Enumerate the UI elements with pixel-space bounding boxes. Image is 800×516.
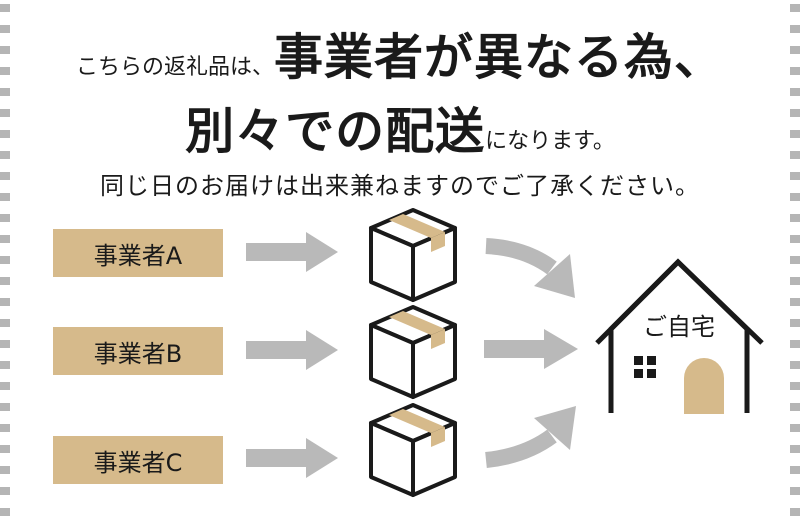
edge-dash bbox=[790, 319, 800, 327]
edge-dash bbox=[0, 67, 10, 75]
edge-dash bbox=[790, 130, 800, 138]
edge-dash bbox=[790, 46, 800, 54]
headline-intro: こちらの返礼品は、 bbox=[75, 55, 274, 80]
edge-dash bbox=[790, 235, 800, 243]
edge-dash bbox=[0, 319, 10, 327]
arrow-right-icon bbox=[246, 330, 338, 370]
edge-dash bbox=[0, 403, 10, 411]
edge-dash bbox=[790, 424, 800, 432]
arrow-right-icon bbox=[484, 329, 578, 369]
cardboard-box-icon bbox=[369, 403, 457, 497]
edge-dash bbox=[0, 235, 10, 243]
headline-emphasis-1: 事業者が異なる為、 bbox=[274, 29, 725, 86]
edge-dash bbox=[0, 340, 10, 348]
edge-dash bbox=[0, 256, 10, 264]
edge-dash bbox=[0, 487, 10, 495]
edge-dash bbox=[0, 424, 10, 432]
edge-dash bbox=[0, 361, 10, 369]
edge-dash bbox=[790, 298, 800, 306]
headline-suffix: になります。 bbox=[485, 129, 615, 154]
curved-arrow-icon bbox=[485, 238, 575, 298]
house-icon bbox=[595, 258, 764, 414]
edge-dash bbox=[790, 256, 800, 264]
cardboard-box-icon bbox=[369, 208, 457, 302]
headline-emphasis-2: 別々での配送 bbox=[185, 103, 486, 160]
edge-dash bbox=[790, 361, 800, 369]
edge-dash bbox=[0, 298, 10, 306]
edge-dash bbox=[790, 67, 800, 75]
edge-dash bbox=[0, 277, 10, 285]
edge-dash bbox=[790, 4, 800, 12]
edge-dash bbox=[790, 88, 800, 96]
edge-dash bbox=[790, 172, 800, 180]
edge-dash bbox=[790, 193, 800, 201]
edge-dash bbox=[790, 109, 800, 117]
edge-dash bbox=[790, 340, 800, 348]
vendor-label-b: 事業者B bbox=[53, 327, 223, 375]
right-dashed-border bbox=[790, 0, 800, 516]
edge-dash bbox=[790, 466, 800, 474]
edge-dash bbox=[790, 382, 800, 390]
arrow-right-icon bbox=[246, 438, 338, 478]
arrow-right-icon bbox=[246, 232, 338, 272]
edge-dash bbox=[0, 193, 10, 201]
left-dashed-border bbox=[0, 0, 10, 516]
edge-dash bbox=[0, 508, 10, 516]
edge-dash bbox=[790, 214, 800, 222]
edge-dash bbox=[0, 382, 10, 390]
edge-dash bbox=[0, 172, 10, 180]
edge-dash bbox=[0, 88, 10, 96]
edge-dash bbox=[0, 130, 10, 138]
edge-dash bbox=[0, 46, 10, 54]
headline-line-2: 別々での配送になります。 bbox=[0, 92, 800, 163]
vendor-label-c: 事業者C bbox=[53, 436, 223, 484]
vendor-label-a: 事業者A bbox=[53, 229, 223, 277]
edge-dash bbox=[0, 4, 10, 12]
edge-dash bbox=[0, 466, 10, 474]
edge-dash bbox=[790, 151, 800, 159]
edge-dash bbox=[790, 508, 800, 516]
cardboard-box-icon bbox=[369, 305, 457, 399]
edge-dash bbox=[0, 25, 10, 33]
edge-dash bbox=[790, 25, 800, 33]
edge-dash bbox=[790, 277, 800, 285]
edge-dash bbox=[790, 445, 800, 453]
curved-arrow-icon bbox=[485, 406, 576, 468]
edge-dash bbox=[790, 403, 800, 411]
destination-label: ご自宅 bbox=[643, 313, 715, 341]
edge-dash bbox=[0, 109, 10, 117]
edge-dash bbox=[0, 151, 10, 159]
headline-line-1: こちらの返礼品は、事業者が異なる為、 bbox=[0, 18, 800, 89]
edge-dash bbox=[790, 487, 800, 495]
delivery-note: 同じ日のお届けは出来兼ねますのでご了承ください。 bbox=[100, 172, 700, 200]
edge-dash bbox=[0, 214, 10, 222]
edge-dash bbox=[0, 445, 10, 453]
